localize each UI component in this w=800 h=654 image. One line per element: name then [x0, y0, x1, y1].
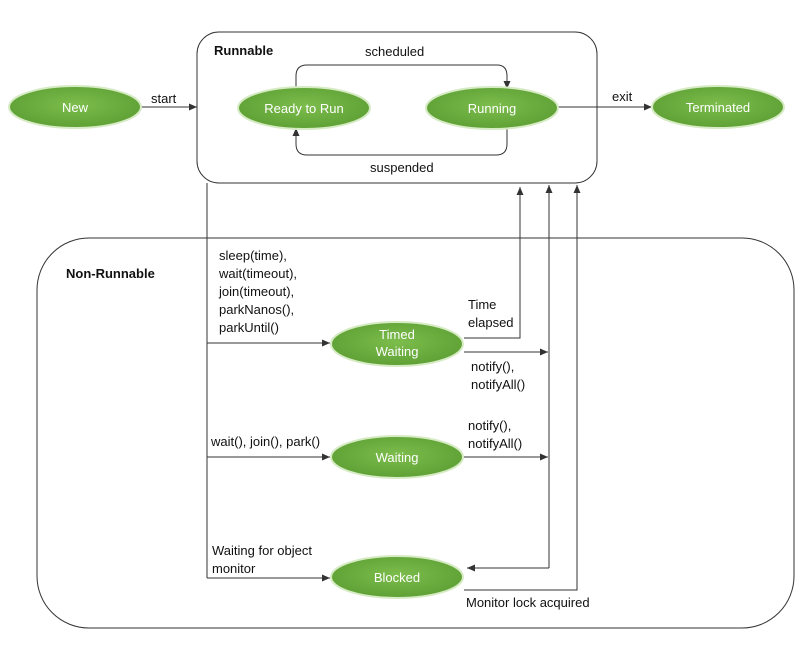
- label-timed-call-1: sleep(time),: [219, 248, 287, 263]
- state-running-label: Running: [468, 101, 516, 116]
- state-timed-waiting-label-2: Waiting: [376, 344, 419, 359]
- non-runnable-group-label: Non-Runnable: [66, 266, 155, 281]
- label-timed-call-5: parkUntil(): [219, 320, 279, 335]
- label-time-elapsed-1: Time: [468, 297, 496, 312]
- label-scheduled: scheduled: [365, 44, 424, 59]
- edge-suspended: [292, 126, 508, 156]
- state-waiting: Waiting: [330, 435, 464, 479]
- state-ready-label: Ready to Run: [264, 101, 344, 116]
- label-blocked-cause-1: Waiting for object: [212, 543, 312, 558]
- edge-time-elapsed: [464, 187, 524, 339]
- state-waiting-label: Waiting: [376, 450, 419, 465]
- state-blocked: Blocked: [330, 555, 464, 599]
- state-terminated-label: Terminated: [686, 100, 750, 115]
- state-timed-waiting: Timed Waiting: [330, 321, 464, 367]
- runnable-group-label: Runnable: [214, 43, 273, 58]
- state-ready-to-run: Ready to Run: [237, 86, 371, 130]
- label-notify-timed-1: notify(),: [471, 359, 514, 374]
- edge-scheduled: [295, 64, 511, 91]
- edge-lock-acquired: [464, 185, 581, 591]
- state-new-label: New: [62, 100, 89, 115]
- label-exit: exit: [612, 89, 633, 104]
- state-running: Running: [425, 86, 559, 130]
- label-timed-call-4: parkNanos(),: [219, 302, 294, 317]
- label-notify-waiting-1: notify(),: [468, 418, 511, 433]
- non-runnable-group: [36, 237, 795, 629]
- label-lock-acquired: Monitor lock acquired: [466, 595, 590, 610]
- state-terminated: Terminated: [651, 85, 785, 129]
- state-new: New: [8, 85, 142, 129]
- label-timed-call-3: join(timeout),: [218, 284, 294, 299]
- label-wait-calls: wait(), join(), park(): [210, 434, 320, 449]
- label-start: start: [151, 91, 177, 106]
- label-time-elapsed-2: elapsed: [468, 315, 514, 330]
- label-notify-timed-2: notifyAll(): [471, 377, 525, 392]
- label-suspended: suspended: [370, 160, 434, 175]
- label-blocked-cause-2: monitor: [212, 561, 256, 576]
- label-notify-waiting-2: notifyAll(): [468, 436, 522, 451]
- state-timed-waiting-label-1: Timed: [379, 327, 415, 342]
- label-timed-call-2: wait(timeout),: [218, 266, 297, 281]
- state-blocked-label: Blocked: [374, 570, 420, 585]
